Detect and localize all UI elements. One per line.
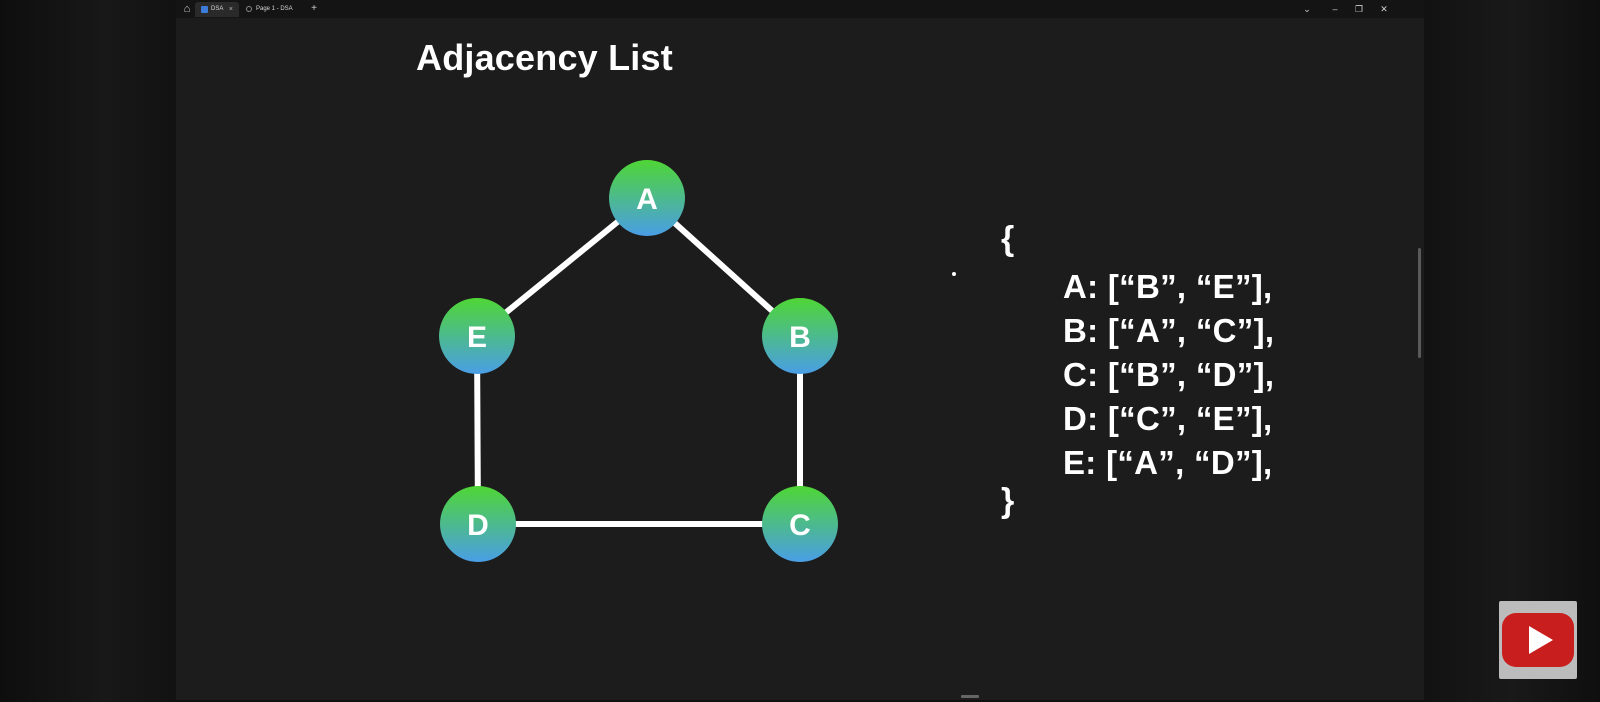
code-line-a: A: [“B”, “E”], — [1063, 268, 1273, 305]
youtube-icon[interactable] — [1499, 601, 1577, 679]
code-line-b: B: [“A”, “C”], — [1063, 312, 1275, 349]
node-d — [440, 486, 516, 562]
resize-handle[interactable] — [961, 695, 979, 698]
tab-label: DSA — [211, 6, 224, 12]
close-brace: } — [1001, 482, 1015, 520]
app-icon — [201, 6, 208, 13]
presentation-window: ⌂ DSA × Page 1 - DSA + ⌄ – ❐ ✕ Adjacency… — [176, 0, 1424, 700]
mouse-cursor — [952, 272, 956, 276]
adjacency-list-code: { A: [“B”, “E”], B: [“A”, “C”], C: [“B”,… — [1001, 219, 1321, 529]
node-c — [762, 486, 838, 562]
node-e — [439, 298, 515, 374]
code-line-e: E: [“A”, “D”], — [1063, 444, 1273, 481]
play-icon — [1529, 626, 1553, 654]
home-icon[interactable]: ⌂ — [183, 3, 191, 15]
open-brace: { — [1001, 220, 1015, 258]
tab-dsa[interactable]: DSA × — [195, 2, 239, 17]
node-label-e: E — [467, 321, 487, 354]
node-label-b: B — [789, 321, 811, 354]
tab-bar: ⌂ DSA × Page 1 - DSA + ⌄ – ❐ ✕ — [176, 0, 1424, 18]
restore-icon[interactable]: ❐ — [1354, 4, 1364, 14]
node-b — [762, 298, 838, 374]
page-icon — [246, 6, 252, 12]
minimize-icon[interactable]: – — [1332, 4, 1338, 14]
code-line-d: D: [“C”, “E”], — [1063, 400, 1273, 437]
slide-title: Adjacency List — [416, 37, 673, 78]
node-label-d: D — [467, 509, 489, 542]
youtube-badge — [1502, 613, 1574, 667]
new-tab-button[interactable]: + — [311, 3, 317, 14]
graph-diagram: A B C D E — [439, 160, 838, 562]
left-background — [0, 0, 176, 702]
chevron-down-icon[interactable]: ⌄ — [1303, 4, 1311, 14]
node-label-a: A — [636, 183, 658, 216]
close-tab-icon[interactable]: × — [228, 6, 233, 13]
tab-page-1[interactable]: Page 1 - DSA — [240, 2, 304, 17]
code-line-c: C: [“B”, “D”], — [1063, 356, 1275, 393]
tab-label: Page 1 - DSA — [256, 6, 293, 12]
vertical-scrollbar[interactable] — [1418, 248, 1421, 358]
right-background — [1424, 0, 1600, 702]
node-label-c: C — [789, 509, 811, 542]
node-a — [609, 160, 685, 236]
close-window-icon[interactable]: ✕ — [1380, 4, 1388, 14]
